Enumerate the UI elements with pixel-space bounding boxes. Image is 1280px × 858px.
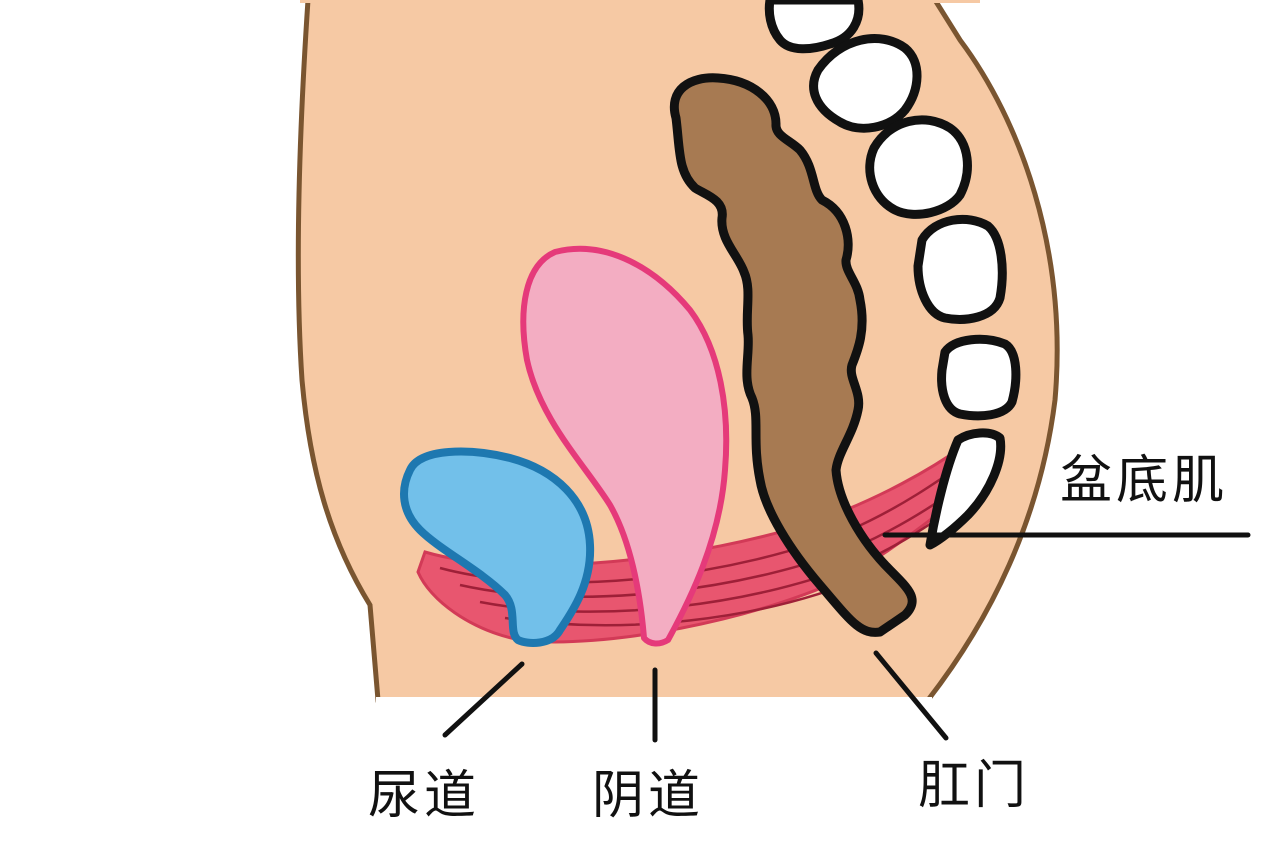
- leader-line-urethra: [442, 661, 525, 738]
- rectum: [669, 73, 917, 637]
- leader-lines: [442, 532, 1251, 743]
- leader-line-anus: [873, 650, 949, 741]
- vagina-uterus: [520, 245, 730, 647]
- label-anus: 肛门: [918, 756, 1031, 816]
- label-vagina: 阴道: [592, 766, 705, 826]
- label-urethra: 尿道: [368, 766, 481, 826]
- spine-vertebrae: [764, 0, 1021, 550]
- label-pelvic-floor-muscle: 盆底肌: [1060, 451, 1229, 511]
- bladder-urethra: [400, 447, 595, 647]
